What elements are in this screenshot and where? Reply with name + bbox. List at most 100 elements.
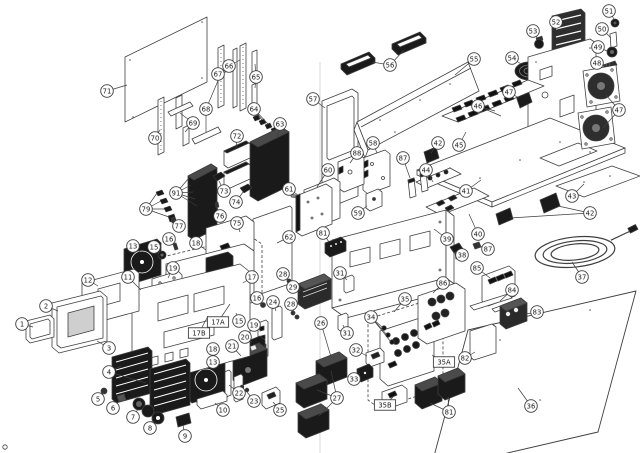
svg-text:35B: 35B <box>378 402 392 410</box>
part-screw-87 <box>472 241 482 250</box>
svg-text:3: 3 <box>107 344 111 352</box>
callout-18: 18 <box>189 236 203 250</box>
callout-34: 34 <box>364 310 378 324</box>
callout-88: 88 <box>350 146 364 160</box>
callout-17: 17 <box>245 270 259 284</box>
callout-63: 63 <box>273 117 287 131</box>
svg-text:77: 77 <box>175 222 184 230</box>
callout-32: 32 <box>349 343 363 357</box>
part-fans-47 <box>577 64 621 150</box>
callout-15: 15 <box>147 240 161 254</box>
svg-text:40: 40 <box>474 230 483 238</box>
part-handles-56 <box>340 31 427 76</box>
svg-text:17A: 17A <box>211 319 225 327</box>
callout-4: 4 <box>102 365 116 379</box>
svg-text:15: 15 <box>235 317 244 325</box>
svg-text:16: 16 <box>165 235 174 243</box>
callout-64: 64 <box>247 102 261 116</box>
svg-text:41: 41 <box>462 187 471 195</box>
callout-73: 73 <box>217 184 231 198</box>
svg-text:55: 55 <box>470 55 479 63</box>
callout-85: 85 <box>470 261 484 275</box>
svg-text:58: 58 <box>369 139 378 147</box>
svg-text:47: 47 <box>505 88 514 96</box>
part-capacitor-boxes-72 <box>223 140 251 190</box>
svg-text:46: 46 <box>474 102 483 110</box>
svg-text:19: 19 <box>169 264 178 272</box>
part-screws-34 <box>381 325 395 345</box>
boxed-label-17A: 17A <box>206 316 230 328</box>
svg-text:18: 18 <box>209 345 218 353</box>
callout-87: 87 <box>396 151 410 165</box>
callout-43: 43 <box>565 189 579 203</box>
callout-31: 31 <box>333 266 347 280</box>
svg-text:69: 69 <box>189 119 198 127</box>
svg-text:7: 7 <box>131 413 135 421</box>
callout-28: 28 <box>284 297 298 311</box>
part-sheet-82 <box>469 323 497 361</box>
callout-19: 19 <box>166 261 180 275</box>
part-corner-brackets-42 <box>423 146 561 226</box>
svg-text:1: 1 <box>20 320 24 328</box>
svg-text:4: 4 <box>107 368 111 376</box>
callout-35: 35 <box>398 292 412 306</box>
svg-text:22: 22 <box>235 389 244 397</box>
svg-text:51: 51 <box>605 7 614 15</box>
svg-text:2: 2 <box>44 302 48 310</box>
svg-text:70: 70 <box>151 134 160 142</box>
svg-text:85: 85 <box>473 264 482 272</box>
svg-text:44: 44 <box>422 166 431 174</box>
svg-text:26: 26 <box>317 319 326 327</box>
svg-text:36: 36 <box>527 402 536 410</box>
callout-84: 84 <box>505 283 519 297</box>
part-cable-coil-37 <box>534 224 639 269</box>
svg-text:31: 31 <box>343 329 352 337</box>
svg-text:45: 45 <box>455 141 464 149</box>
svg-text:42: 42 <box>586 209 595 217</box>
callout-45: 45 <box>452 138 466 152</box>
callout-11: 11 <box>121 270 135 284</box>
part-knob-53 <box>534 35 544 49</box>
svg-text:13: 13 <box>129 242 138 250</box>
callout-72: 72 <box>230 129 244 143</box>
callout-22: 22 <box>232 386 246 400</box>
callout-6: 6 <box>106 401 120 415</box>
svg-text:62: 62 <box>285 233 294 241</box>
svg-text:28: 28 <box>287 300 296 308</box>
part-rear-panel-71 <box>124 16 208 123</box>
svg-text:16: 16 <box>253 294 262 302</box>
svg-text:34: 34 <box>367 313 376 321</box>
callout-58: 58 <box>366 136 380 150</box>
callout-46: 46 <box>471 99 485 113</box>
svg-text:72: 72 <box>233 132 242 140</box>
callout-74: 74 <box>229 195 243 209</box>
svg-text:79: 79 <box>142 205 151 213</box>
callout-67: 67 <box>211 67 225 81</box>
svg-text:87: 87 <box>399 154 408 162</box>
callout-3: 3 <box>102 341 116 355</box>
callout-5: 5 <box>91 392 105 406</box>
svg-text:81: 81 <box>319 229 328 237</box>
callout-81: 81 <box>316 226 330 240</box>
svg-text:64: 64 <box>250 105 259 113</box>
svg-text:47: 47 <box>615 106 624 114</box>
svg-text:86: 86 <box>439 279 448 287</box>
svg-text:67: 67 <box>214 70 223 78</box>
part-heatsink-91 <box>187 163 218 241</box>
callout-21: 21 <box>225 339 239 353</box>
callout-79: 79 <box>139 202 153 216</box>
svg-text:27: 27 <box>333 394 342 402</box>
svg-text:81: 81 <box>445 408 454 416</box>
callout-91: 91 <box>169 186 183 200</box>
callout-69: 69 <box>186 116 200 130</box>
svg-text:11: 11 <box>124 273 133 281</box>
callout-70: 70 <box>148 131 162 145</box>
callout-71: 71 <box>100 84 114 98</box>
svg-text:24: 24 <box>269 298 278 306</box>
svg-text:68: 68 <box>202 105 211 113</box>
callout-65: 65 <box>249 70 263 84</box>
callout-2: 2 <box>39 299 53 313</box>
callout-38: 38 <box>455 248 469 262</box>
boxed-label-17B: 17B <box>187 327 211 339</box>
